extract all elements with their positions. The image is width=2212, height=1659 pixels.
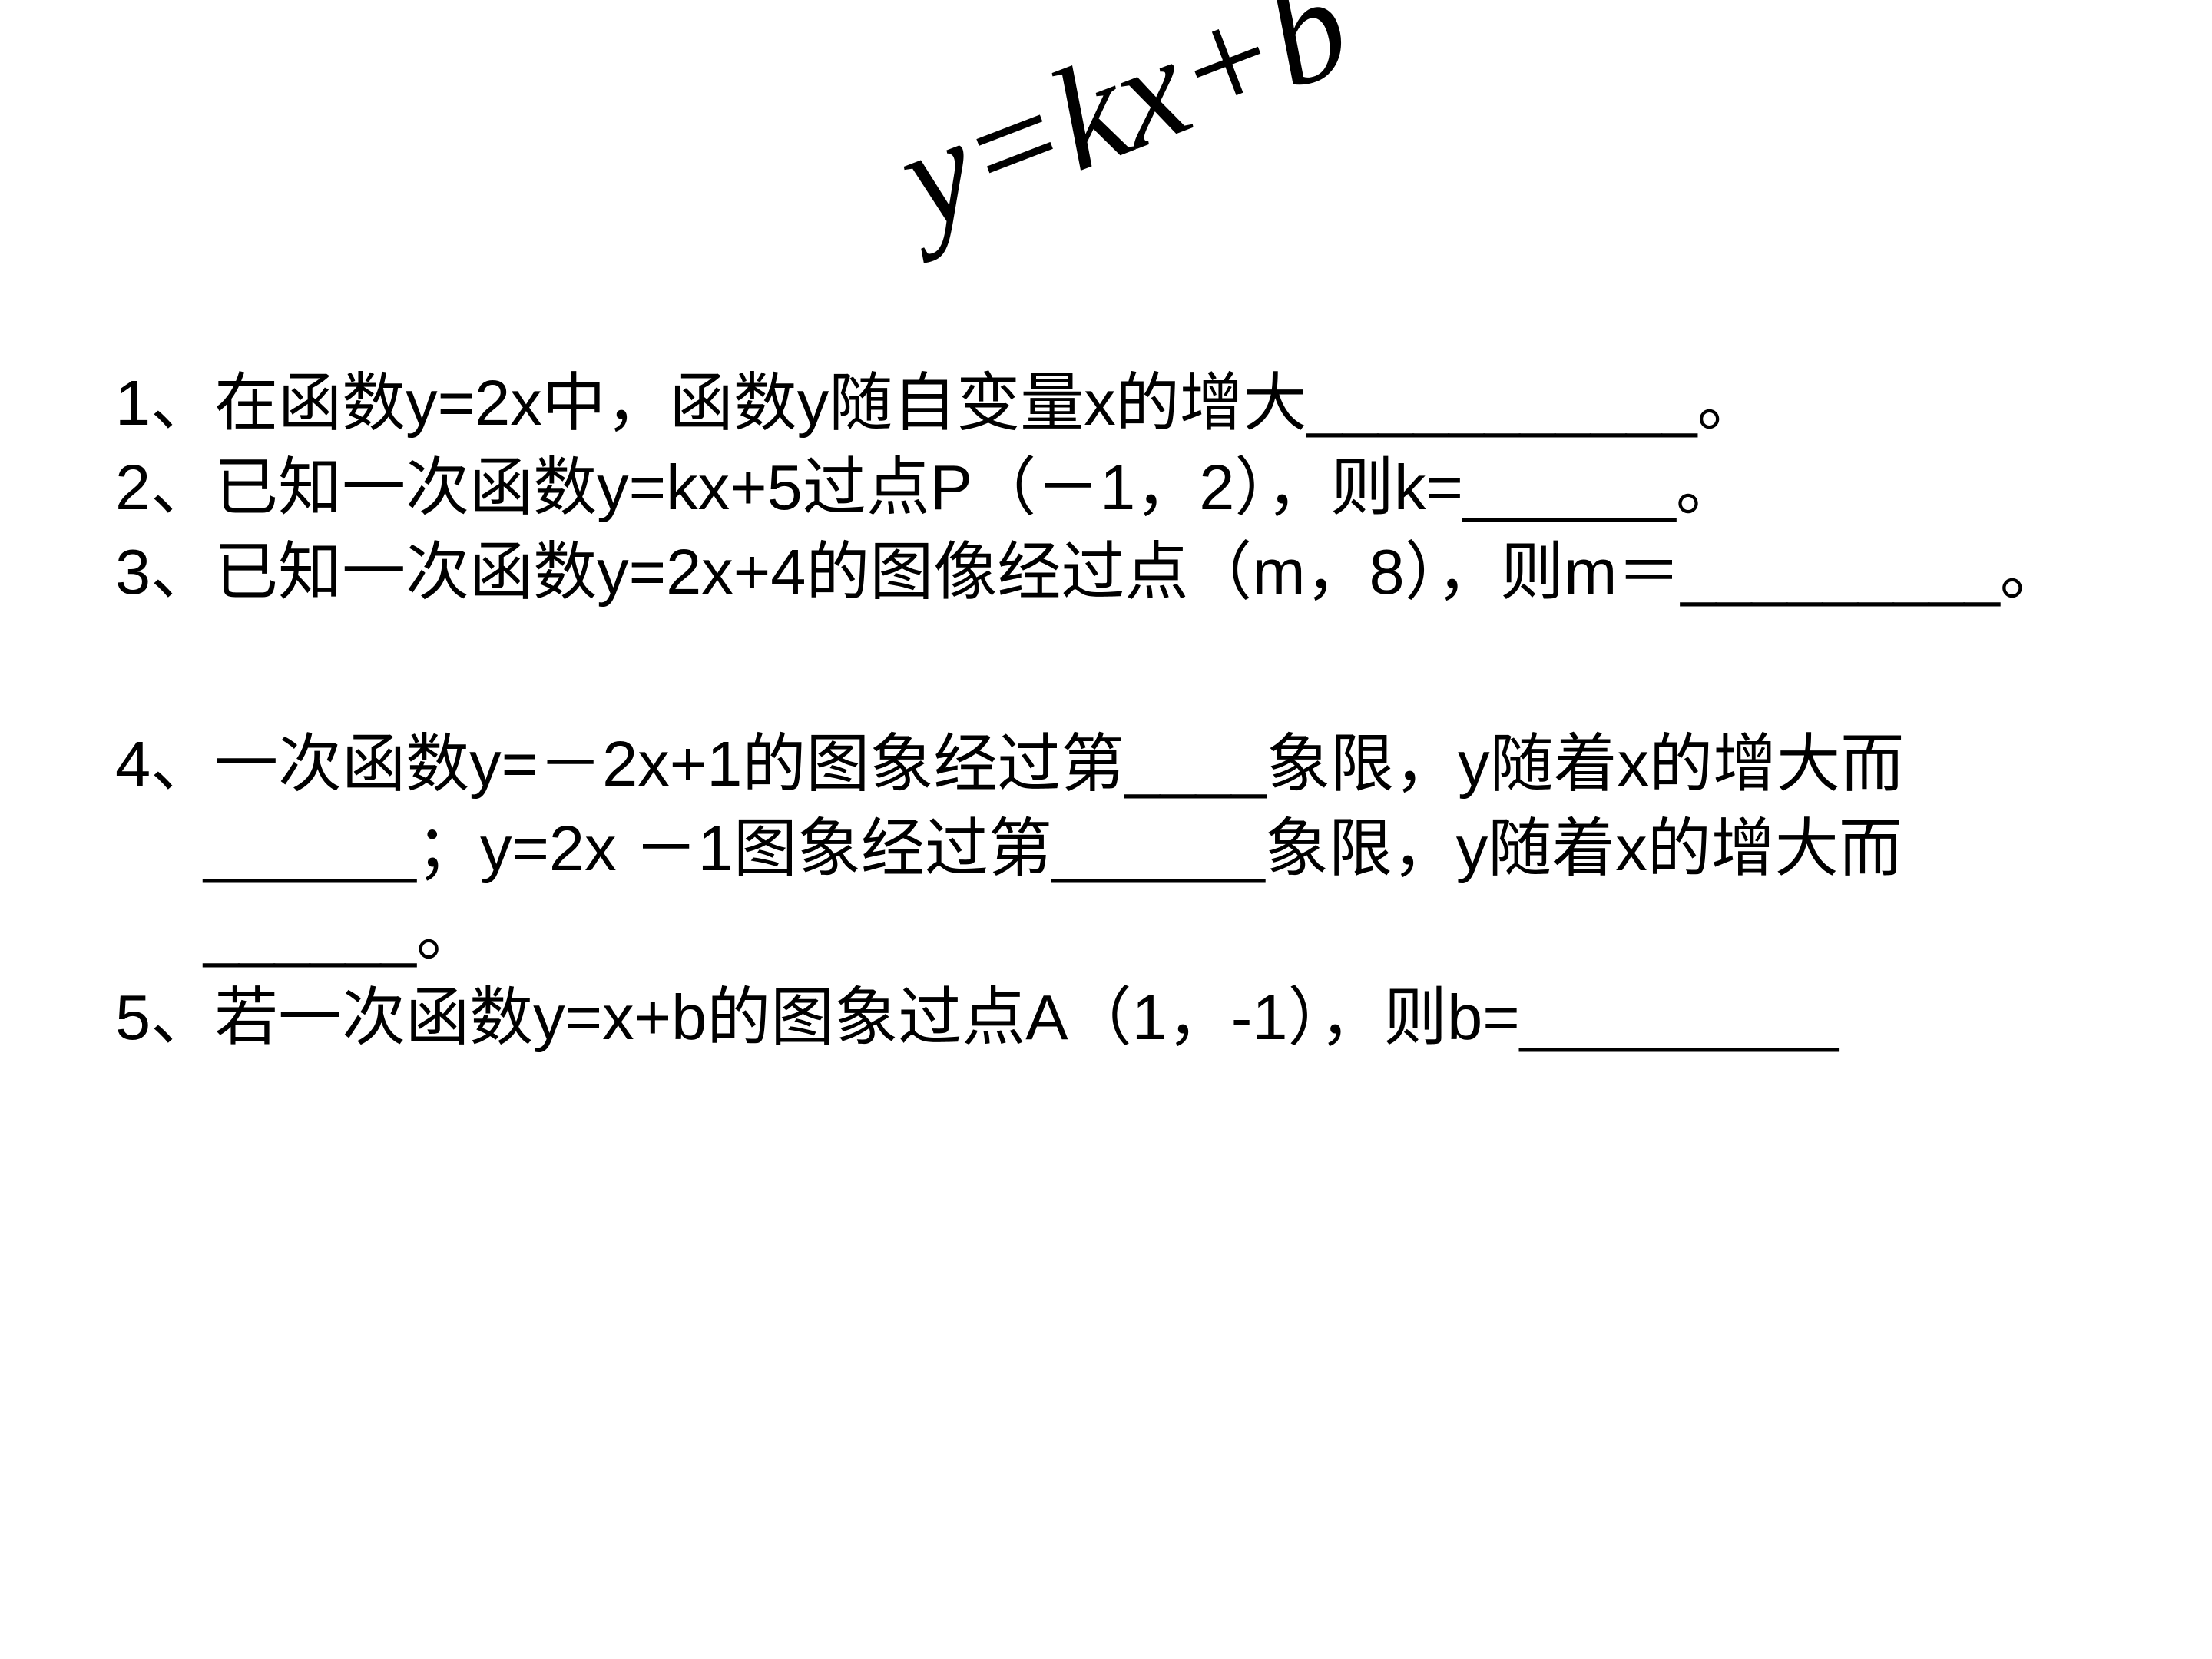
question-4-text: 4、一次函数y=－2x+1的图象经过第____象限，y随着x的增大而______… [115, 728, 1905, 969]
question-3-text: 3、已知一次函数y=2x+4的图像经过点（m，8），则m＝_________。 [115, 536, 2064, 608]
question-5-text: 5、若一次函数y=x+b的图象过点A（1，-1），则b=_________ [115, 982, 1839, 1053]
question-4: 4、一次函数y=－2x+1的图象经过第____象限，y随着x的增大而______… [115, 722, 2128, 975]
slide-title: y=kx+b [878, 0, 1369, 261]
question-2-text: 2、已知一次函数y=kx+5过点P（－1，2），则k=______。 [115, 452, 1740, 523]
question-3: 3、已知一次函数y=2x+4的图像经过点（m，8），则m＝_________。 [115, 530, 2128, 614]
question-1-text: 1、在函数y=2x中，函数y随自变量x的增大___________。 [115, 367, 1761, 439]
question-5: 5、若一次函数y=x+b的图象过点A（1，-1），则b=_________ [115, 975, 2128, 1060]
question-1: 1、在函数y=2x中，函数y随自变量x的增大___________。 [115, 361, 2128, 445]
question-2: 2、已知一次函数y=kx+5过点P（－1，2），则k=______。 [115, 445, 2128, 530]
question-list: 1、在函数y=2x中，函数y随自变量x的增大___________。 2、已知一… [115, 361, 2128, 1060]
